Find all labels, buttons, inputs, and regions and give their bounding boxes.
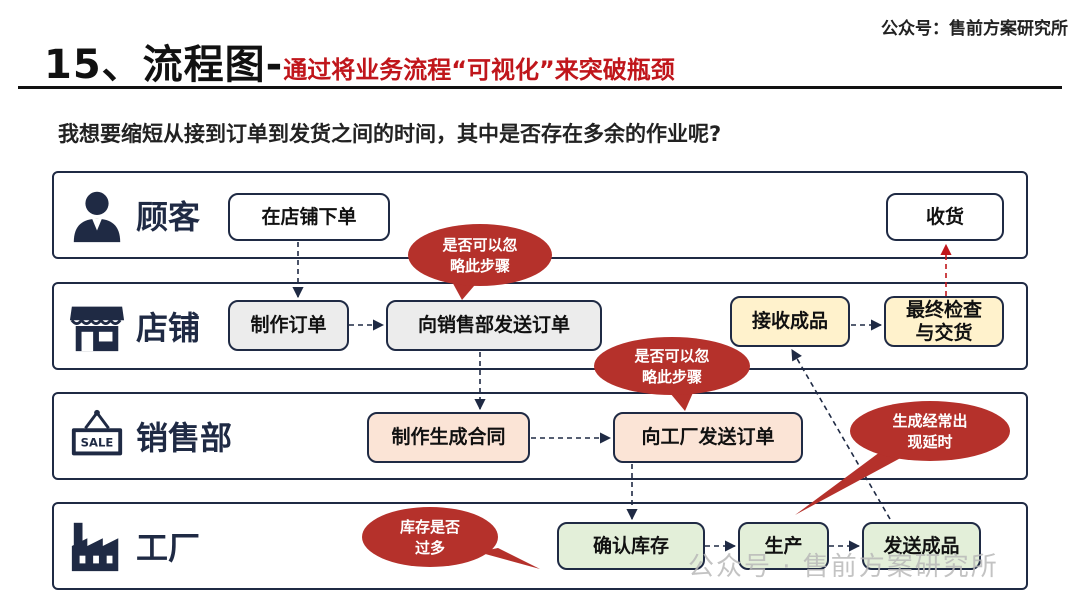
store-icon bbox=[69, 306, 125, 352]
step-final-check: 最终检查 与交货 bbox=[884, 296, 1004, 347]
sale-sign-icon: SALE bbox=[71, 409, 123, 456]
step-final-check-line1: 最终检查 bbox=[905, 298, 982, 321]
title-divider bbox=[18, 86, 1062, 89]
brand-label: 公众号：售前方案研究所 bbox=[881, 19, 1068, 39]
callout-delay-line1: 生成经常出 bbox=[892, 412, 967, 430]
step-place-order: 在店铺下单 bbox=[228, 193, 390, 241]
question-text: 我想要缩短从接到订单到发货之间的时间，其中是否存在多余的作业呢? bbox=[58, 122, 722, 146]
title-subtitle: 通过将业务流程“可视化”来突破瓶颈 bbox=[283, 56, 675, 84]
callout-skip-1-line1: 是否可以忽 bbox=[441, 236, 517, 254]
step-ship-product: 发送成品 bbox=[862, 522, 981, 570]
callout-skip-step-1: 是否可以忽 略此步骤 bbox=[408, 224, 552, 300]
step-check-stock: 确认库存 bbox=[557, 522, 705, 570]
lane-label-customer: 顾客 bbox=[136, 198, 201, 236]
customer-icon bbox=[73, 191, 121, 243]
step-send-to-sales: 向销售部发送订单 bbox=[386, 300, 602, 351]
step-final-check-line2: 与交货 bbox=[915, 321, 973, 344]
step-send-to-factory: 向工厂发送订单 bbox=[613, 412, 803, 463]
lane-sales: SALE 销售部 bbox=[52, 392, 1028, 480]
lane-label-store: 店铺 bbox=[136, 309, 201, 347]
step-receive-goods: 收货 bbox=[886, 193, 1004, 241]
step-make-order: 制作订单 bbox=[228, 300, 349, 351]
callout-skip-step-2: 是否可以忽 略此步骤 bbox=[594, 337, 750, 411]
callout-skip-2-line1: 是否可以忽 bbox=[633, 347, 709, 365]
watermark: 公众号 · 售前方案研究所 bbox=[688, 552, 999, 582]
callout-stock-line1: 库存是否 bbox=[400, 518, 460, 536]
factory-icon bbox=[71, 522, 119, 572]
callout-delay-line2: 现延时 bbox=[907, 433, 952, 451]
lane-label-sales: 销售部 bbox=[136, 419, 233, 457]
lane-factory: 工厂 bbox=[52, 502, 1028, 590]
svg-text:SALE: SALE bbox=[81, 436, 114, 450]
lane-label-factory: 工厂 bbox=[136, 529, 201, 567]
arrow-ship-to-receive bbox=[791, 349, 891, 520]
step-make-contract: 制作生成合同 bbox=[367, 412, 530, 463]
callout-production-delay: 生成经常出 现延时 bbox=[795, 401, 1010, 515]
step-receive-product: 接收成品 bbox=[730, 296, 850, 347]
callout-skip-1-line2: 略此步骤 bbox=[450, 257, 510, 275]
callout-stock-line2: 过多 bbox=[415, 539, 445, 557]
lane-store: 店铺 bbox=[52, 282, 1028, 370]
step-produce: 生产 bbox=[738, 522, 829, 570]
page-title: 15、流程图-通过将业务流程“可视化”来突破瓶颈 bbox=[44, 32, 675, 90]
callout-excess-stock: 库存是否 过多 bbox=[362, 507, 540, 569]
title-main: 15、流程图- bbox=[44, 42, 284, 88]
callout-skip-2-line2: 略此步骤 bbox=[642, 368, 702, 386]
